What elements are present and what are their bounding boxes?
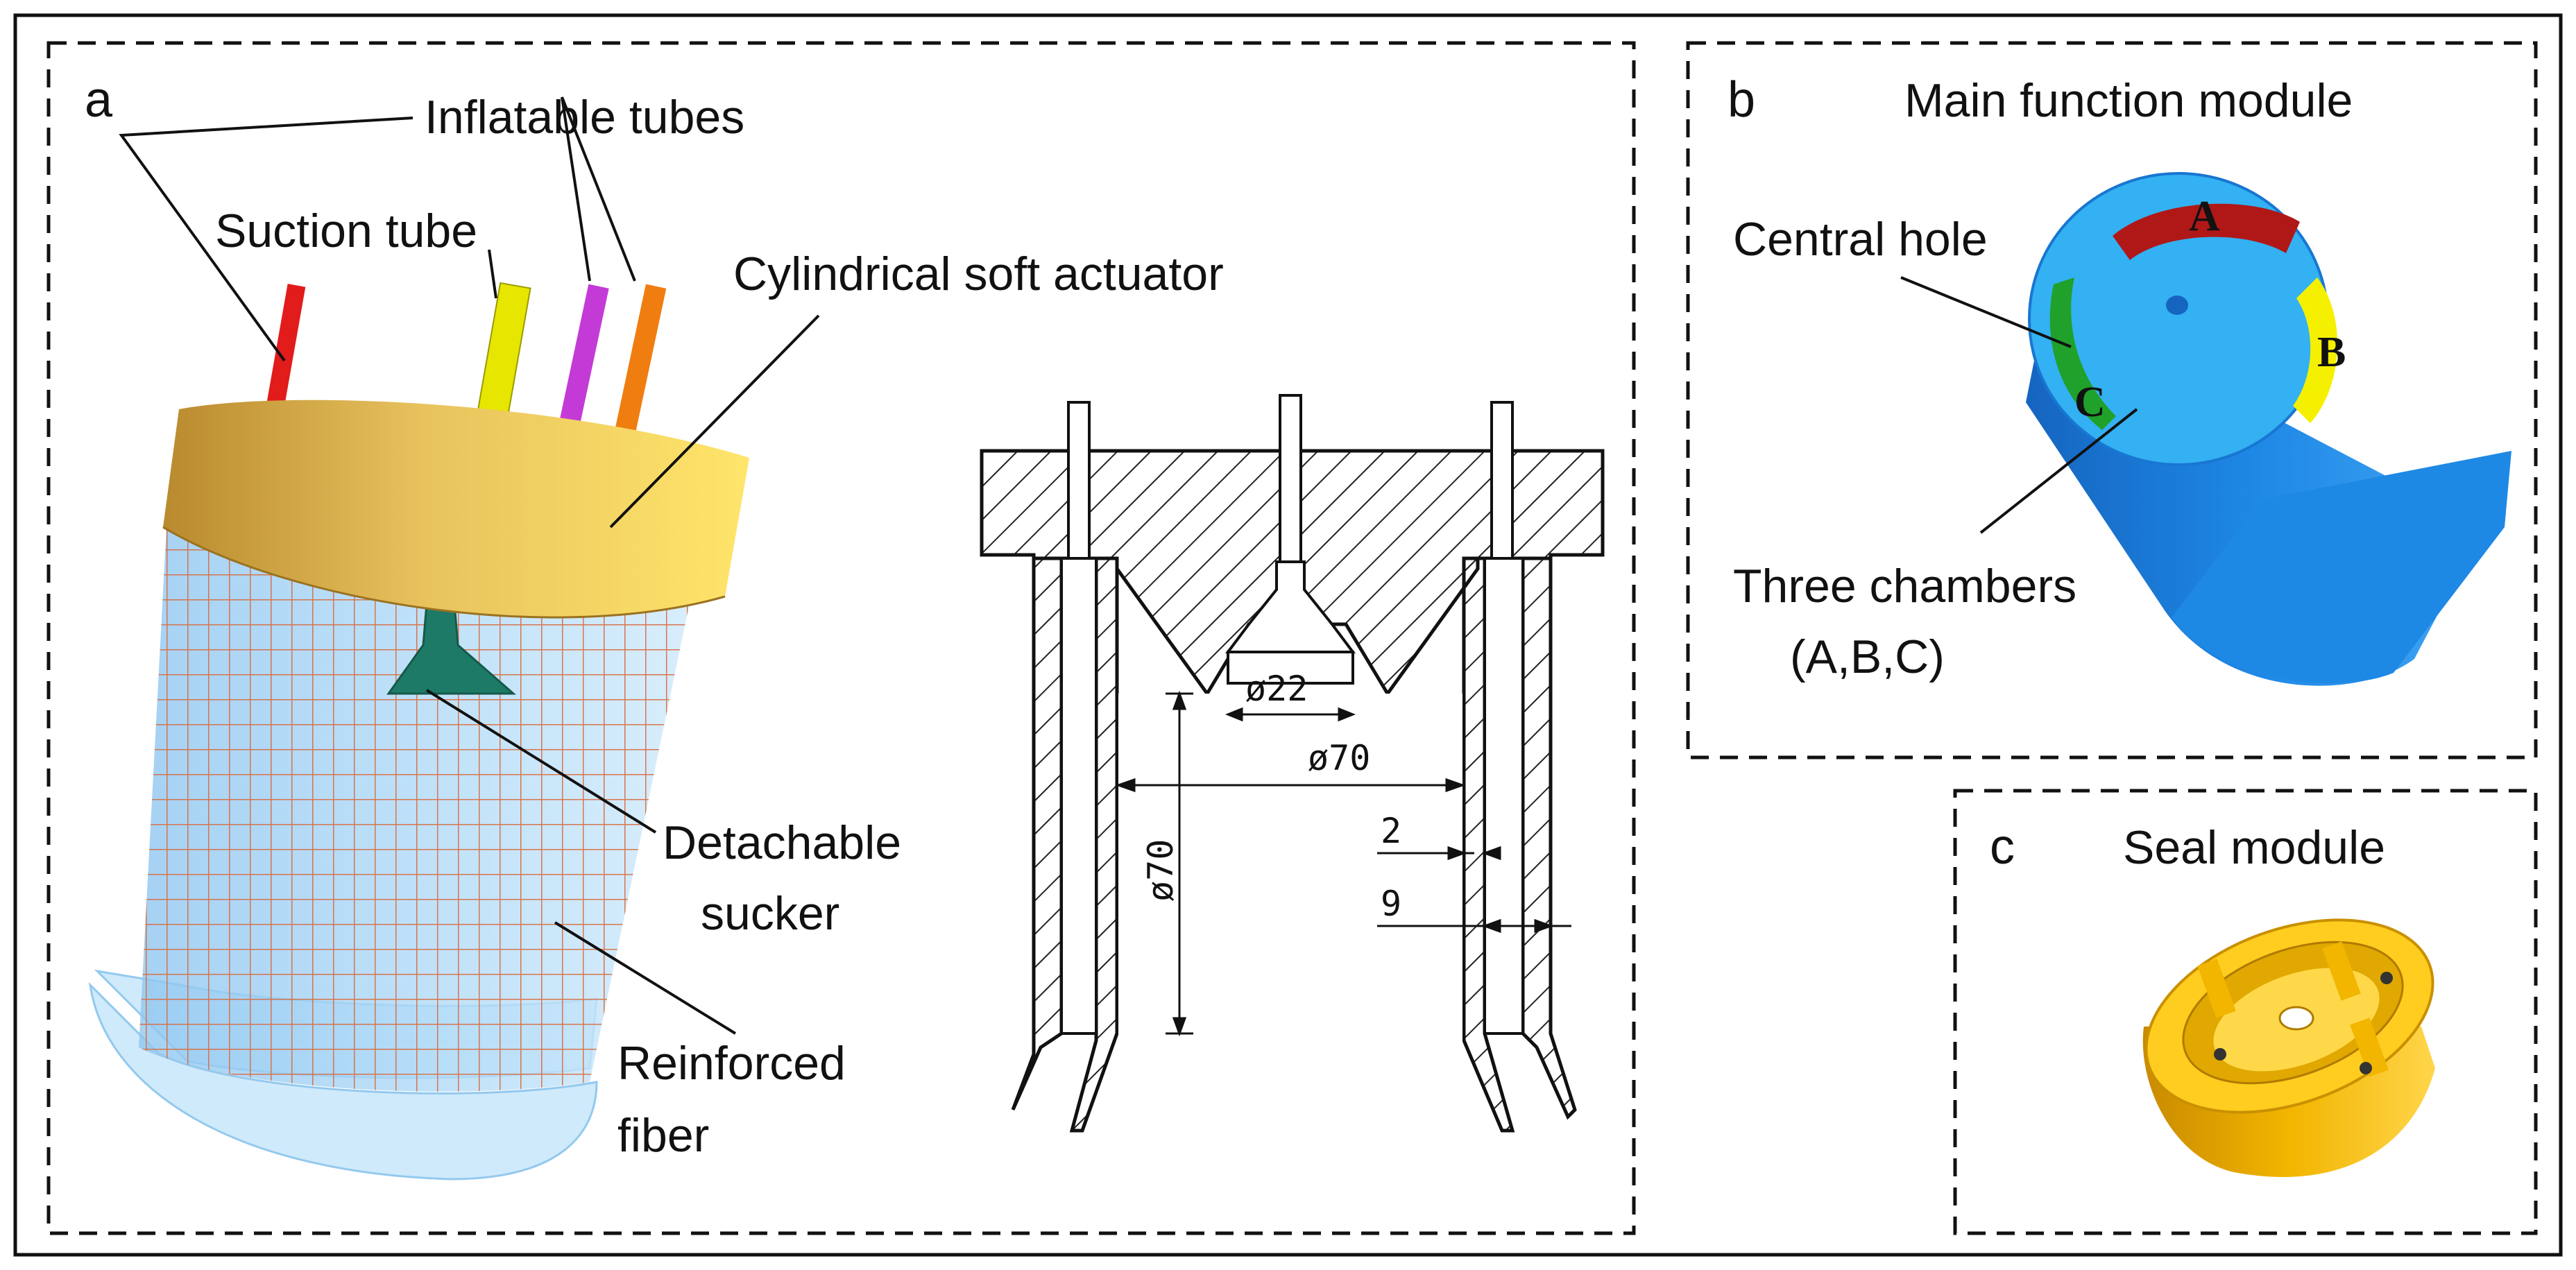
seal-partition-2 <box>2322 941 2361 1001</box>
reinforced-fiber-mesh <box>139 527 694 1092</box>
main-function-module-illustration: A B C <box>2026 172 2511 686</box>
panel-b-letter: b <box>1728 72 1755 128</box>
label-inflatable-tubes: Inflatable tubes <box>425 91 744 144</box>
seal-module-illustration <box>2142 918 2435 1177</box>
chamber-a-label: A <box>2189 193 2220 240</box>
right-wall <box>1521 556 1577 1120</box>
chamber-b-label: B <box>2317 329 2346 376</box>
actuator-cap <box>163 400 749 618</box>
left-wall <box>1011 556 1064 1111</box>
panel-c-letter: c <box>1990 819 2015 875</box>
chamber-c-label: C <box>2074 379 2106 426</box>
chamber-a-arc <box>2113 203 2300 260</box>
seal-hole-1 <box>2214 1048 2226 1061</box>
drawing-tube-right <box>1490 401 1514 560</box>
label-reinforced-line1: Reinforced <box>617 1037 846 1090</box>
drawing-tube-center <box>1279 394 1302 563</box>
dim-height: ø70 <box>1141 839 1181 902</box>
right-chamber <box>1483 557 1524 1035</box>
panel-a-letter: a <box>85 72 113 128</box>
seal-partition-1 <box>2197 959 2236 1018</box>
panel-c-title: Seal module <box>2123 821 2385 874</box>
seal-central-hole <box>2278 1006 2314 1031</box>
panel-b-title: Main function module <box>1904 74 2353 127</box>
leader-lines-a <box>119 96 820 1035</box>
seal-hole-2 <box>2380 972 2393 984</box>
label-chamber-list: (A,B,C) <box>1790 630 1945 683</box>
dim-sucker-diameter: ø22 <box>1245 669 1308 709</box>
panel-b-border <box>1686 41 2538 760</box>
chamber-b-arc <box>2293 277 2338 423</box>
tube-magenta <box>552 284 609 458</box>
soft-actuator-illustration <box>88 282 749 1181</box>
label-three-chambers: Three chambers <box>1733 560 2076 612</box>
panel-c-border <box>1953 789 2538 1235</box>
tube-red <box>264 284 306 417</box>
label-reinforced-line2: fiber <box>617 1109 709 1162</box>
panel-a-border <box>46 41 1636 1235</box>
label-suction-tube: Suction tube <box>215 205 477 257</box>
label-central-hole: Central hole <box>1733 213 1988 266</box>
drawing-sucker-base <box>1227 651 1354 685</box>
seal-partition-3 <box>2350 1018 2389 1077</box>
outer-frame <box>13 13 2563 1257</box>
actuator-cap-edge <box>162 526 726 619</box>
dim-wall-thickness: 2 <box>1381 811 1401 851</box>
seal-hole-3 <box>2360 1062 2372 1074</box>
module-step <box>2172 451 2511 683</box>
label-detachable-line2: sucker <box>701 887 839 940</box>
cross-section-drawing: ø22 ø70 ø70 2 9 <box>980 394 1605 1133</box>
tube-orange <box>608 284 667 462</box>
left-chamber <box>1060 557 1098 1035</box>
left-inner-wall <box>1069 556 1119 1133</box>
dim-chamber-width: 9 <box>1381 884 1401 924</box>
dim-inner-diameter: ø70 <box>1308 738 1370 778</box>
chamber-c-arc <box>2049 277 2116 430</box>
central-hole <box>2166 295 2188 315</box>
dimension-lines <box>1115 690 1571 1037</box>
drawing-tube-left <box>1067 401 1091 560</box>
leader-lines-b <box>1900 276 2138 534</box>
label-detachable-line1: Detachable <box>663 816 901 869</box>
label-cylindrical-soft-actuator: Cylindrical soft actuator <box>733 248 1224 300</box>
